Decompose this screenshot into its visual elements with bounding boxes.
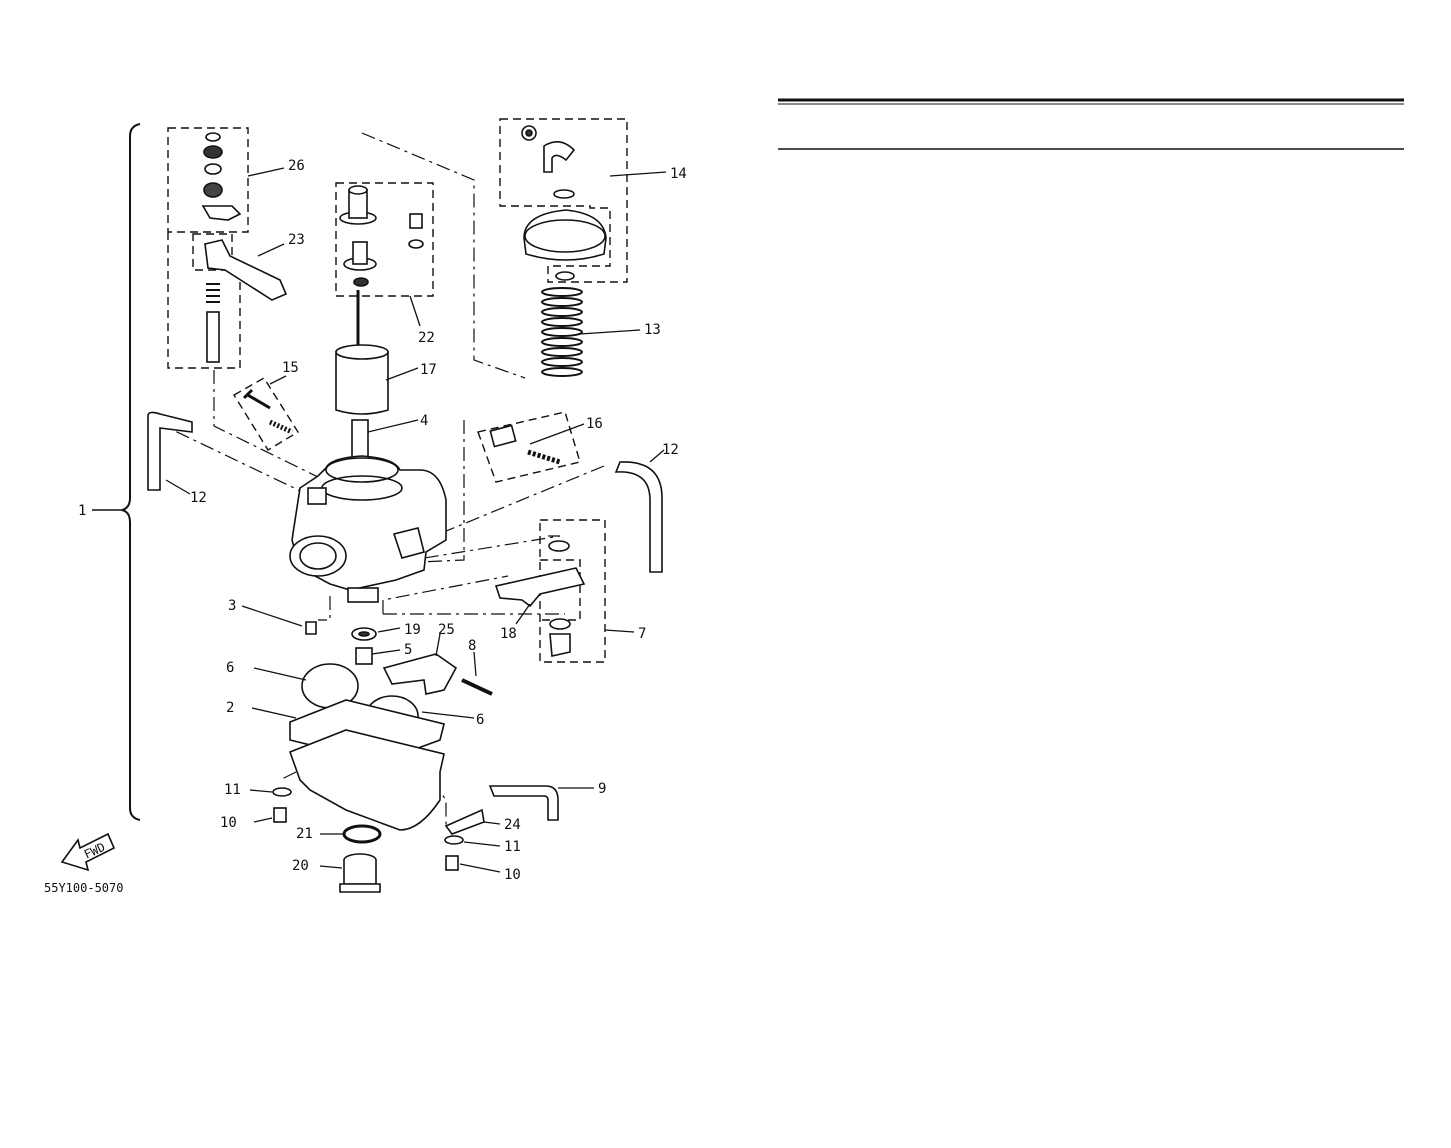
dashed-group-boxes — [167, 118, 628, 663]
callout-20: 20 — [292, 858, 309, 874]
callout-24: 24 — [504, 817, 521, 833]
callout-8: 8 — [468, 638, 476, 654]
parts — [147, 125, 663, 893]
callout-23: 23 — [288, 232, 305, 248]
callout-3: 3 — [228, 598, 236, 614]
header-rules — [778, 98, 1404, 150]
callout-labels: 1 26 23 22 14 13 17 15 4 16 12 12 3 19 2… — [44, 158, 687, 895]
diagram-code: 55Y100-5070 — [44, 881, 123, 895]
assembly-lines — [151, 132, 605, 826]
callout-16: 16 — [586, 416, 603, 432]
callout-12-right: 12 — [662, 442, 679, 458]
leader-lines — [165, 167, 667, 873]
callout-11-right: 11 — [504, 839, 521, 855]
callout-26: 26 — [288, 158, 305, 174]
callout-17: 17 — [420, 362, 437, 378]
callout-2: 2 — [226, 700, 234, 716]
callout-4: 4 — [420, 413, 428, 429]
assembly-bracket — [92, 123, 141, 821]
callout-19: 19 — [404, 622, 421, 638]
callout-1: 1 — [78, 503, 86, 519]
callout-10-right: 10 — [504, 867, 521, 883]
fwd-arrow-icon: FWD — [60, 832, 116, 872]
callout-10-left: 10 — [220, 815, 237, 831]
callout-6-upper: 6 — [226, 660, 234, 676]
callout-5: 5 — [404, 642, 412, 658]
callout-15: 15 — [282, 360, 299, 376]
callout-9: 9 — [598, 781, 606, 797]
callout-18: 18 — [500, 626, 517, 642]
callout-6-lower: 6 — [476, 712, 484, 728]
callout-25: 25 — [438, 622, 455, 638]
callout-14: 14 — [670, 166, 687, 182]
callout-22: 22 — [418, 330, 435, 346]
callout-12-left: 12 — [190, 490, 207, 506]
callout-21: 21 — [296, 826, 313, 842]
callout-7: 7 — [638, 626, 646, 642]
callout-13: 13 — [644, 322, 661, 338]
callout-11-left: 11 — [224, 782, 241, 798]
